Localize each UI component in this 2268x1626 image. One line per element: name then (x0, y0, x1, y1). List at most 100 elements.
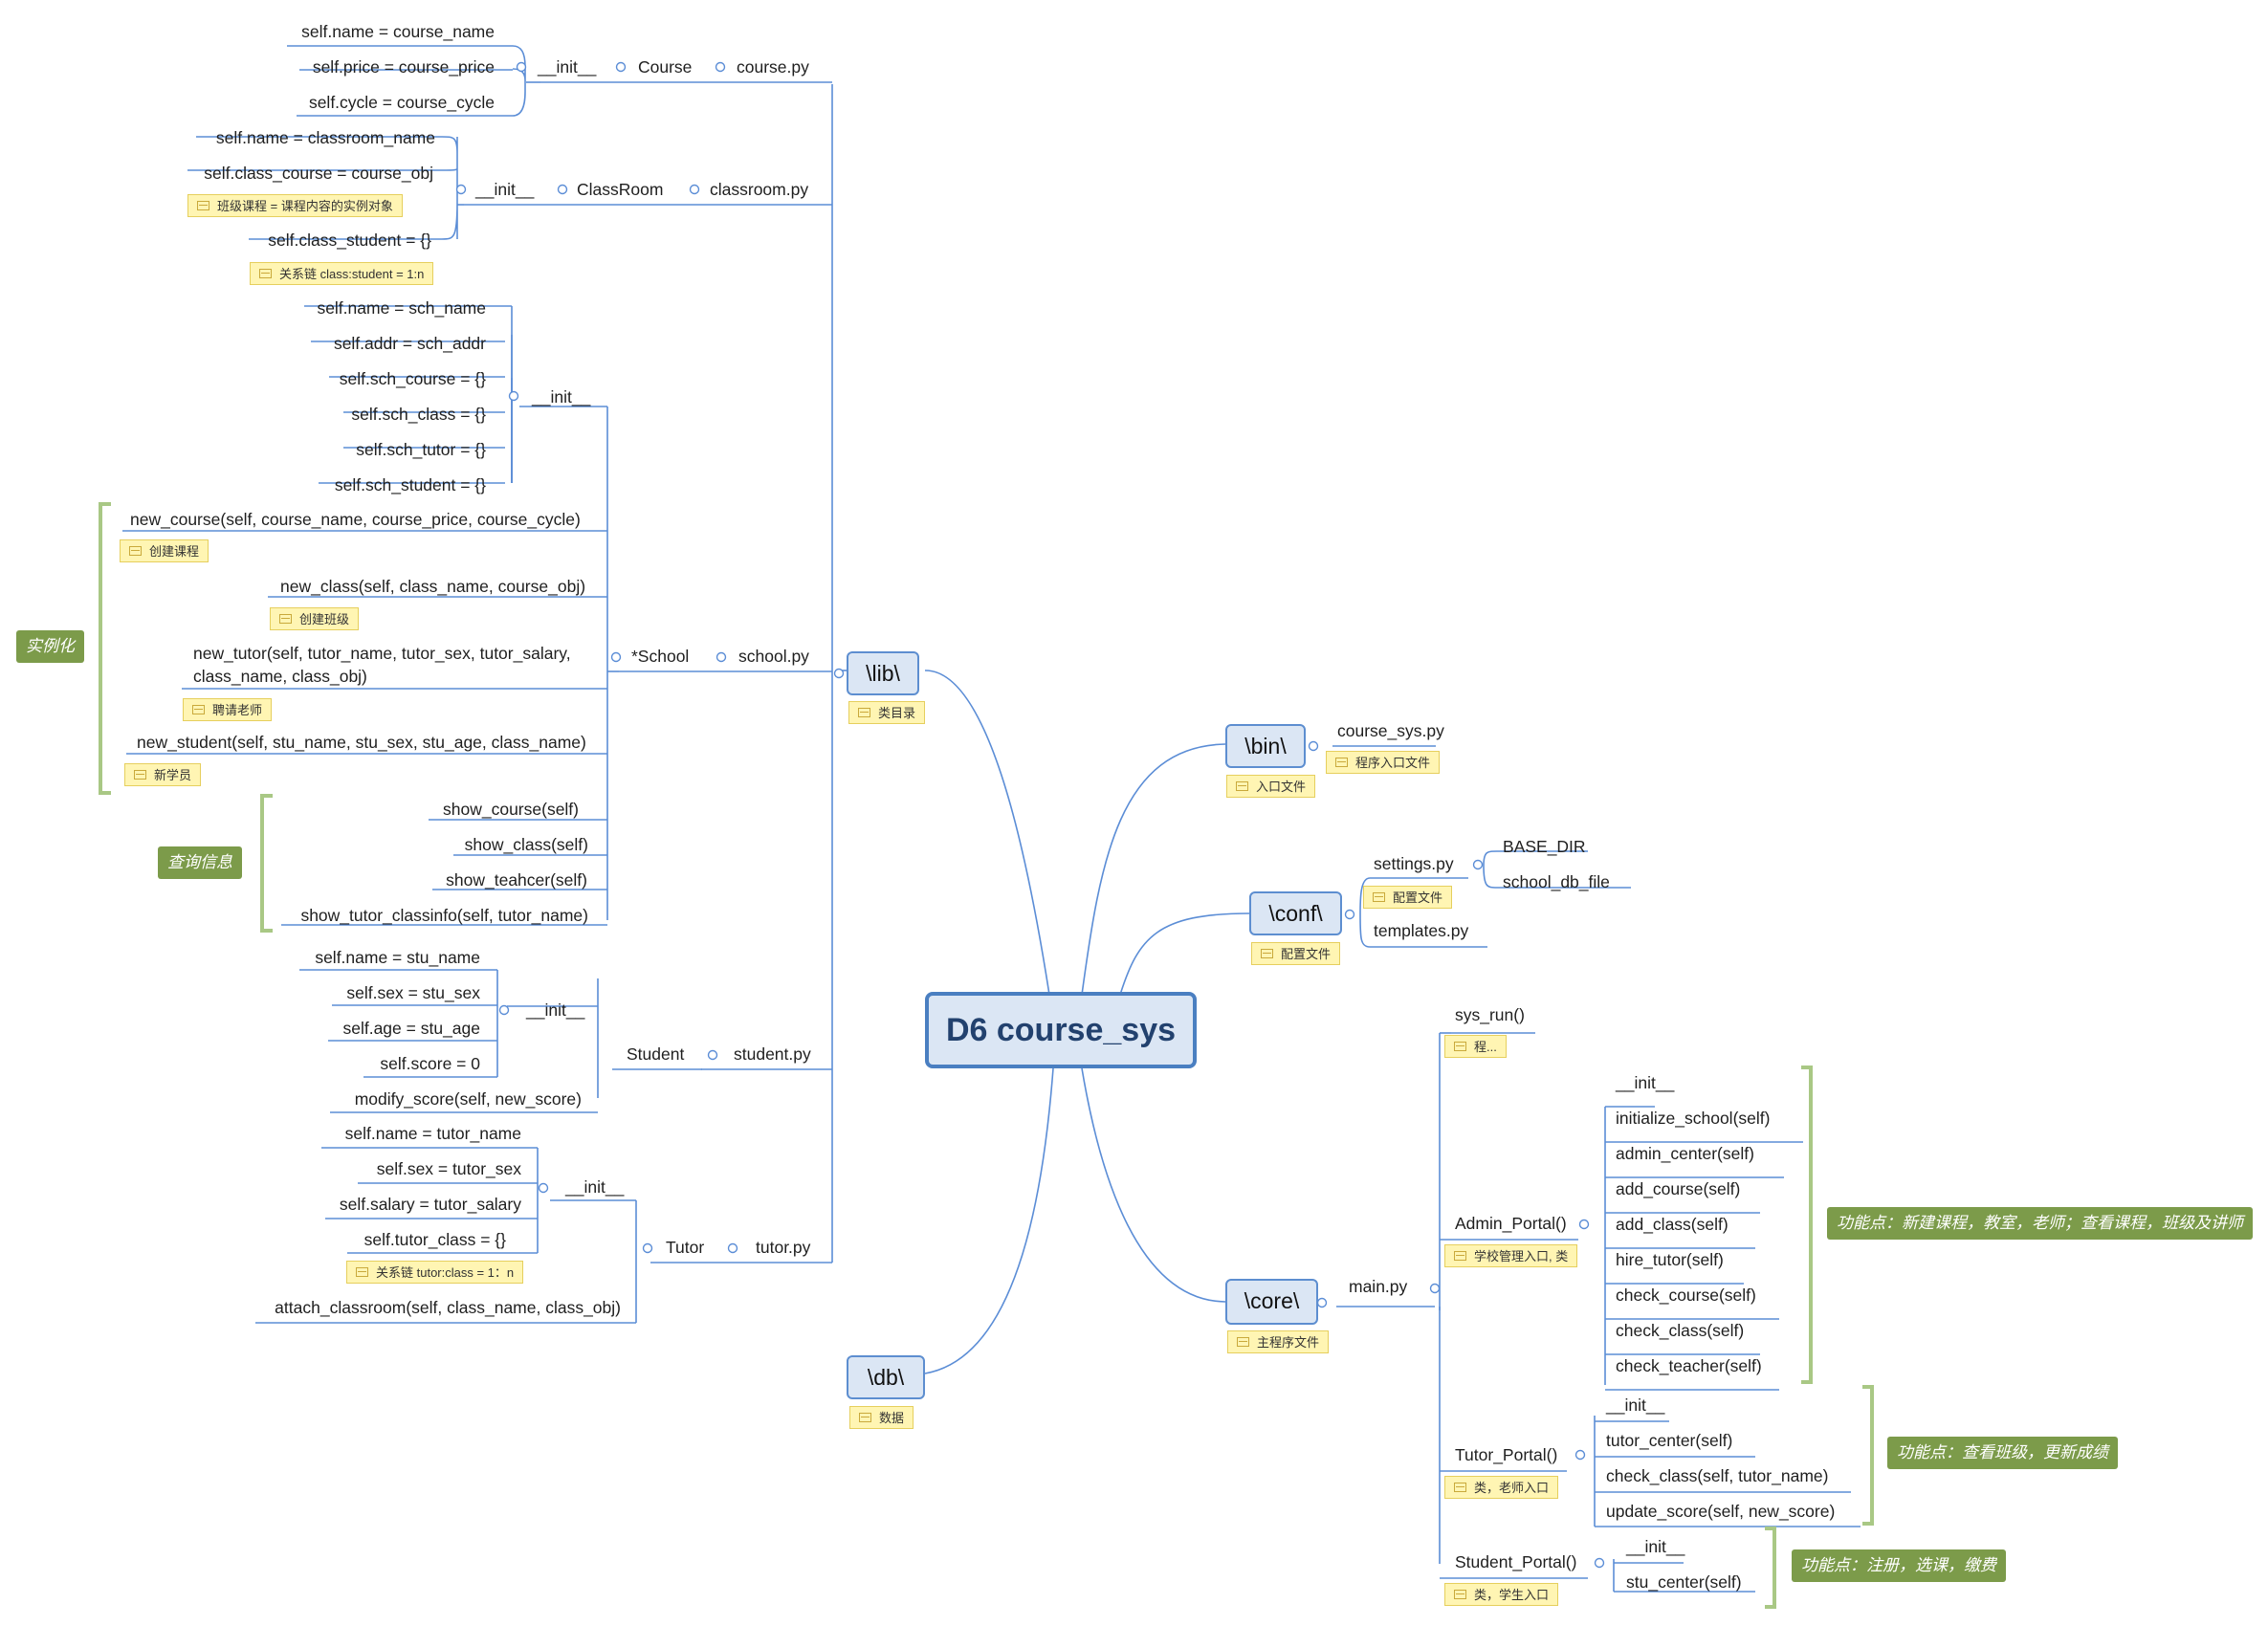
course-init[interactable]: __init__ (538, 57, 597, 77)
tutor-portal-update-score[interactable]: update_score(self, new_score) (1606, 1502, 1836, 1521)
tutor-attr-sex[interactable]: self.sex = tutor_sex (376, 1159, 521, 1178)
tutor-portal-init[interactable]: __init__ (1606, 1395, 1665, 1415)
school-method-show-tutor-classinfo[interactable]: show_tutor_classinfo(self, tutor_name) (300, 906, 588, 925)
school-attr-sch-class[interactable]: self.sch_class = {} (351, 405, 486, 424)
admin-portal-class[interactable]: Admin_Portal() (1455, 1214, 1567, 1233)
school-attr-addr[interactable]: self.addr = sch_addr (333, 334, 486, 353)
course-attr-name[interactable]: self.name = course_name (301, 22, 495, 41)
student-class[interactable]: Student (627, 1044, 685, 1064)
classroom-py-file[interactable]: classroom.py (710, 180, 809, 199)
new-tutor-note-text: 聘请老师 (212, 703, 263, 717)
core-note-text: 主程序文件 (1257, 1335, 1320, 1350)
admin-admin-center[interactable]: admin_center(self) (1616, 1144, 1754, 1163)
settings-py-file[interactable]: settings.py (1374, 854, 1454, 873)
tutor-init[interactable]: __init__ (565, 1177, 625, 1197)
tutor-portal-class[interactable]: Tutor_Portal() (1455, 1445, 1558, 1464)
classroom-attr-name[interactable]: self.name = classroom_name (215, 128, 435, 147)
student-attr-score[interactable]: self.score = 0 (380, 1054, 480, 1073)
main-py-file[interactable]: main.py (1349, 1277, 1408, 1296)
tutor-class[interactable]: Tutor (666, 1238, 705, 1257)
admin-check-course[interactable]: check_course(self) (1616, 1285, 1756, 1305)
school-method-show-teacher[interactable]: show_teahcer(self) (446, 870, 587, 890)
query-bracket (260, 794, 273, 933)
student-portal-class[interactable]: Student_Portal() (1455, 1552, 1577, 1571)
admin-add-class[interactable]: add_class(self) (1616, 1215, 1729, 1234)
school-attr-name[interactable]: self.name = sch_name (317, 298, 486, 318)
admin-init[interactable]: __init__ (1616, 1073, 1675, 1092)
db-folder-node[interactable]: \db\ (847, 1355, 925, 1399)
admin-feature-tag[interactable]: 功能点：新建课程，教室，老师；查看课程，班级及讲师 (1827, 1207, 2253, 1240)
tutor-portal-feature-tag[interactable]: 功能点：查看班级，更新成绩 (1887, 1437, 2118, 1469)
course-sys-py-file[interactable]: course_sys.py (1337, 721, 1444, 740)
new-course-note: 创建课程 (120, 539, 209, 562)
student-portal-init[interactable]: __init__ (1626, 1537, 1685, 1556)
student-method-modify-score[interactable]: modify_score(self, new_score) (354, 1089, 582, 1109)
tutor-attr-name[interactable]: self.name = tutor_name (344, 1124, 521, 1143)
school-method-show-class[interactable]: show_class(self) (464, 835, 588, 854)
classroom-attr-class-student[interactable]: self.class_student = {} (268, 231, 431, 250)
note-icon (1335, 758, 1348, 767)
student-init[interactable]: __init__ (526, 1000, 585, 1020)
tutor-relation-note-text: 关系链 tutor:class = 1：n (376, 1265, 515, 1280)
lib-folder-node[interactable]: \lib\ (847, 651, 919, 695)
classroom-course-note: 班级课程 = 课程内容的实例对象 (187, 194, 403, 217)
new-class-note: 创建班级 (270, 607, 360, 630)
school-py-file[interactable]: school.py (738, 647, 809, 666)
note-icon (1454, 1042, 1466, 1051)
admin-initialize-school[interactable]: initialize_school(self) (1616, 1109, 1771, 1128)
school-method-show-course[interactable]: show_course(self) (443, 800, 579, 819)
student-py-file[interactable]: student.py (734, 1044, 811, 1064)
course-class[interactable]: Course (638, 57, 693, 77)
classroom-class[interactable]: ClassRoom (577, 180, 664, 199)
tutor-portal-check-class[interactable]: check_class(self, tutor_name) (1606, 1466, 1829, 1485)
templates-py-file[interactable]: templates.py (1374, 921, 1469, 940)
student-attr-sex[interactable]: self.sex = stu_sex (346, 983, 480, 1002)
tutor-relation-note: 关系链 tutor:class = 1：n (346, 1261, 524, 1284)
admin-hire-tutor[interactable]: hire_tutor(self) (1616, 1250, 1724, 1269)
course-attr-price[interactable]: self.price = course_price (312, 57, 495, 77)
course-attr-cycle[interactable]: self.cycle = course_cycle (308, 93, 495, 112)
note-icon (1237, 1337, 1249, 1347)
query-tag[interactable]: 查询信息 (158, 846, 242, 879)
classroom-attr-class-course[interactable]: self.class_course = course_obj (204, 164, 433, 183)
settings-base-dir[interactable]: BASE_DIR (1503, 837, 1586, 856)
tutor-method-attach-classroom[interactable]: attach_classroom(self, class_name, class… (275, 1298, 621, 1317)
instantiate-tag[interactable]: 实例化 (16, 630, 84, 663)
school-class[interactable]: *School (631, 647, 690, 666)
student-attr-name[interactable]: self.name = stu_name (315, 948, 480, 967)
school-method-new-student[interactable]: new_student(self, stu_name, stu_sex, stu… (137, 733, 586, 752)
admin-add-course[interactable]: add_course(self) (1616, 1179, 1741, 1198)
tutor-attr-salary[interactable]: self.salary = tutor_salary (339, 1195, 521, 1214)
note-icon (1373, 892, 1385, 902)
classroom-course-note-text: 班级课程 = 课程内容的实例对象 (217, 199, 393, 213)
student-attr-age[interactable]: self.age = stu_age (342, 1019, 480, 1038)
classroom-relation-note-text: 关系链 class:student = 1:n (279, 267, 425, 281)
classroom-init[interactable]: __init__ (475, 180, 535, 199)
sys-run-function[interactable]: sys_run() (1455, 1005, 1525, 1024)
conf-folder-node[interactable]: \conf\ (1249, 891, 1342, 935)
note-icon (858, 708, 870, 717)
school-method-new-course[interactable]: new_course(self, course_name, course_pri… (130, 510, 581, 529)
school-attr-sch-course[interactable]: self.sch_course = {} (339, 369, 486, 388)
school-method-new-class[interactable]: new_class(self, class_name, course_obj) (280, 577, 586, 596)
school-attr-sch-tutor[interactable]: self.sch_tutor = {} (356, 440, 486, 459)
tutor-portal-tutor-center[interactable]: tutor_center(self) (1606, 1431, 1733, 1450)
bin-folder-node[interactable]: \bin\ (1225, 724, 1306, 768)
course-py-file[interactable]: course.py (737, 57, 809, 77)
admin-check-teacher[interactable]: check_teacher(self) (1616, 1356, 1762, 1375)
admin-check-class[interactable]: check_class(self) (1616, 1321, 1745, 1340)
note-icon (134, 770, 146, 780)
settings-school-db-file[interactable]: school_db_file (1503, 872, 1610, 891)
course-sys-py-note: 程序入口文件 (1326, 751, 1441, 774)
core-folder-node[interactable]: \core\ (1225, 1279, 1318, 1325)
student-portal-stu-center[interactable]: stu_center(self) (1626, 1572, 1742, 1592)
school-init[interactable]: __init__ (532, 387, 591, 406)
central-topic[interactable]: D6 course_sys (925, 992, 1197, 1068)
student-portal-feature-tag[interactable]: 功能点：注册，选课，缴费 (1792, 1549, 2006, 1582)
school-method-new-tutor[interactable]: new_tutor(self, tutor_name, tutor_sex, t… (193, 644, 571, 686)
new-student-note: 新学员 (124, 763, 202, 786)
tutor-attr-tutor-class[interactable]: self.tutor_class = {} (363, 1230, 506, 1249)
classroom-relation-note: 关系链 class:student = 1:n (250, 262, 434, 285)
school-attr-sch-student[interactable]: self.sch_student = {} (334, 475, 486, 494)
tutor-py-file[interactable]: tutor.py (756, 1238, 811, 1257)
